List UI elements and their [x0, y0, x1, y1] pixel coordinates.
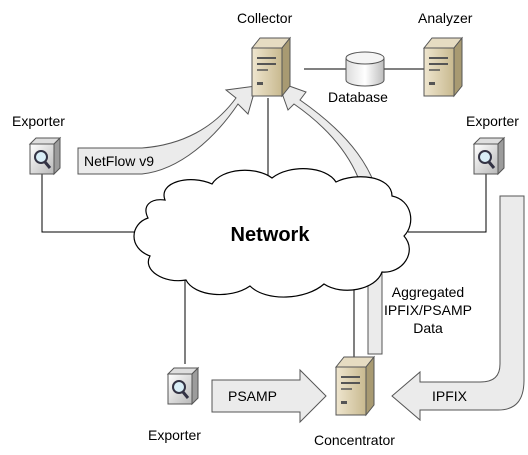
ipfix-arrow	[391, 195, 525, 422]
exporter-right-icon	[472, 136, 506, 176]
aggregated-label-line2: IPFIX/PSAMP	[384, 302, 472, 318]
exporter-left-label: Exporter	[12, 113, 65, 129]
exporter-right-label: Exporter	[466, 113, 519, 129]
database-label: Database	[328, 89, 388, 105]
exporter-left-icon	[28, 136, 62, 176]
network-label: Network	[231, 224, 311, 246]
analyzer-label: Analyzer	[418, 10, 473, 26]
collector-label: Collector	[237, 10, 293, 26]
concentrator-label: Concentrator	[314, 432, 395, 448]
netflow-arrow	[77, 85, 257, 175]
psamp-label: PSAMP	[228, 388, 277, 404]
collector-server-icon	[251, 37, 291, 97]
analyzer-server-icon	[423, 37, 463, 97]
netflow-label: NetFlow v9	[84, 153, 154, 169]
psamp-arrow	[211, 368, 327, 424]
link-exporter-right-network	[408, 162, 487, 233]
network-cloud	[133, 168, 412, 298]
link-exporter-left-network	[41, 148, 140, 233]
database-icon	[345, 51, 385, 87]
exporter-bottom-label: Exporter	[148, 427, 201, 443]
aggregated-label-line3: Data	[413, 320, 443, 336]
exporter-bottom-icon	[166, 366, 200, 406]
ipfix-label: IPFIX	[432, 388, 468, 404]
concentrator-server-icon	[335, 356, 375, 416]
aggregated-label-line1: Aggregated	[392, 284, 464, 300]
